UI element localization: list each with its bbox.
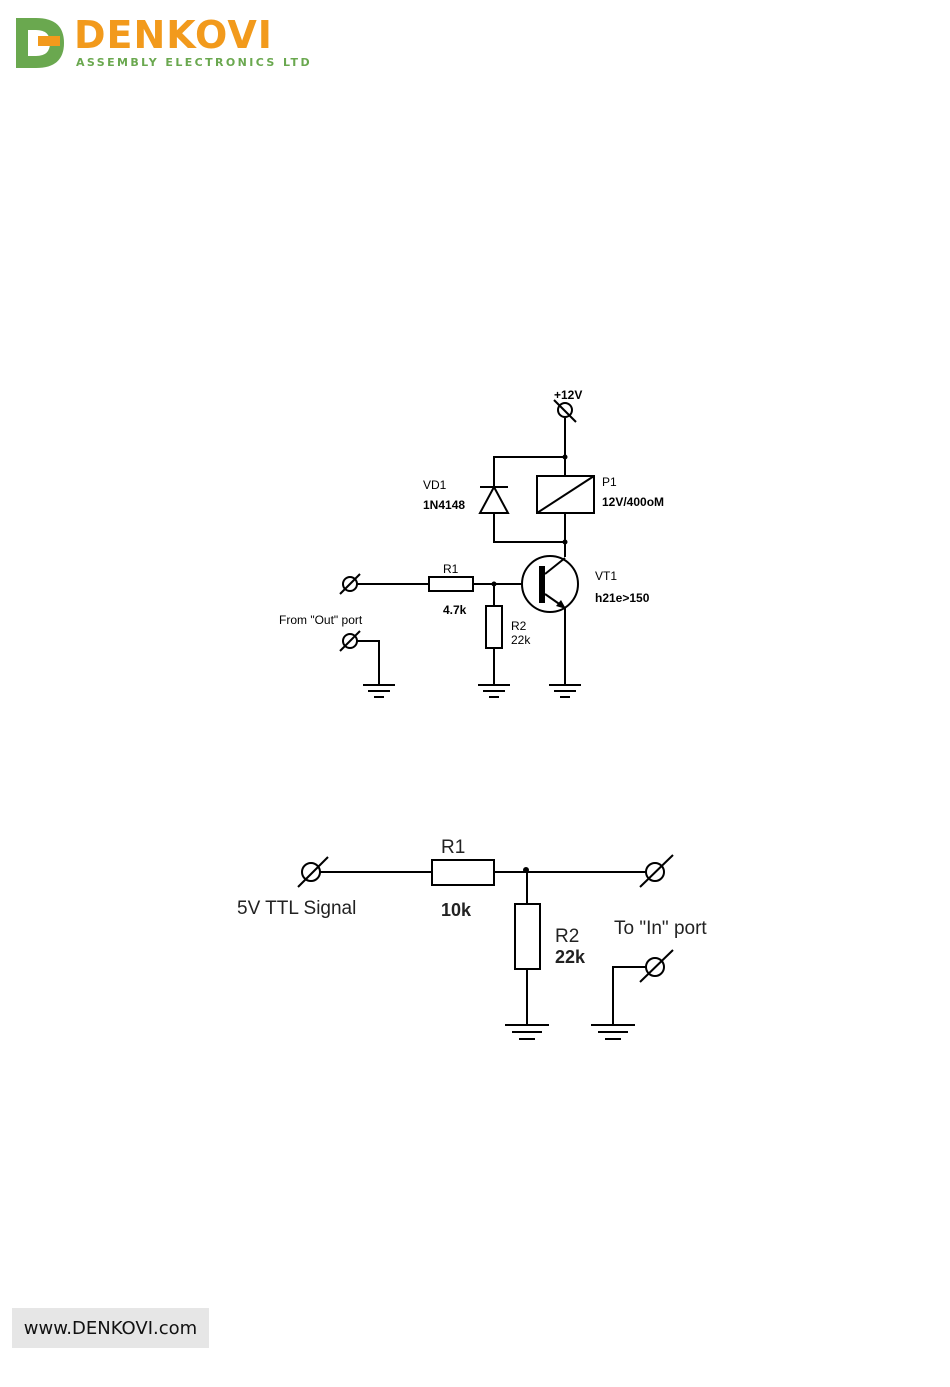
resistor-r2 (486, 606, 502, 648)
wire-output-ground (613, 967, 646, 1024)
resistor-r1-divider (432, 860, 494, 885)
wire-diode-loop (494, 457, 565, 542)
ground-symbol-output (591, 1025, 635, 1039)
ttl-input-label: 5V TTL Signal (237, 898, 356, 919)
transistor-symbol (522, 556, 578, 612)
r1-ref: R1 (443, 562, 459, 576)
input-label: From "Out" port (279, 613, 363, 627)
output-label: To "In" port (614, 918, 707, 939)
logo-tagline: ASSEMBLY ELECTRONICS LTD (76, 56, 312, 69)
relay-value: 12V/400oM (602, 495, 664, 509)
r1-value: 4.7k (443, 603, 467, 617)
r2-divider-value: 22k (555, 947, 586, 967)
ground-symbol-r2-divider (505, 1025, 549, 1039)
relay-ref: P1 (602, 475, 617, 489)
r1-divider-ref: R1 (441, 837, 465, 858)
logo-d-mark (16, 18, 64, 68)
ground-symbol-input (363, 685, 395, 697)
supply-label: +12V (554, 388, 582, 402)
footer-url[interactable]: www.DENKOVI.com (12, 1308, 209, 1348)
r1-divider-value: 10k (441, 900, 472, 920)
r2-value: 22k (511, 633, 531, 647)
diode-symbol (480, 487, 508, 513)
denkovi-logo: DENKOVI ASSEMBLY ELECTRONICS LTD (16, 13, 312, 69)
r2-ref: R2 (511, 619, 527, 633)
wire-input-ground (357, 641, 379, 684)
ground-symbol-emitter (549, 685, 581, 697)
relay-coil (537, 476, 594, 513)
r2-divider-ref: R2 (555, 926, 579, 947)
diode-ref: VD1 (423, 478, 447, 492)
divider-schematic: 5V TTL Signal R1 10k R2 22k To "In" port (237, 837, 707, 1039)
resistor-r1 (429, 577, 473, 591)
ground-symbol-r2 (478, 685, 510, 697)
logo-wordmark: DENKOVI (74, 13, 273, 57)
diode-value: 1N4148 (423, 498, 465, 512)
transistor-ref: VT1 (595, 569, 617, 583)
resistor-r2-divider (515, 904, 540, 969)
transistor-value: h21e>150 (595, 591, 650, 605)
relay-driver-schematic: +12V P1 12V/400oM VD1 1N4148 VT1 (279, 388, 664, 697)
